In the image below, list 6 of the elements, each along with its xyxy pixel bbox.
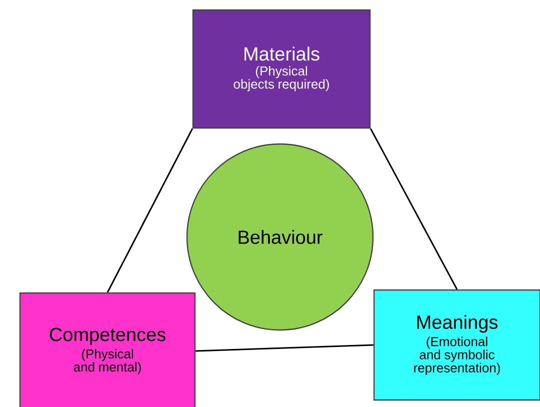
- competences-box: Competences (Physical and mental): [19, 292, 196, 407]
- connector-line: [196, 344, 374, 352]
- materials-box: Materials (Physical objects required): [192, 9, 371, 129]
- connector-line: [106, 128, 194, 293]
- meanings-box: Meanings (Emotional and symbolic representation): [373, 289, 540, 401]
- connector-line: [370, 128, 458, 290]
